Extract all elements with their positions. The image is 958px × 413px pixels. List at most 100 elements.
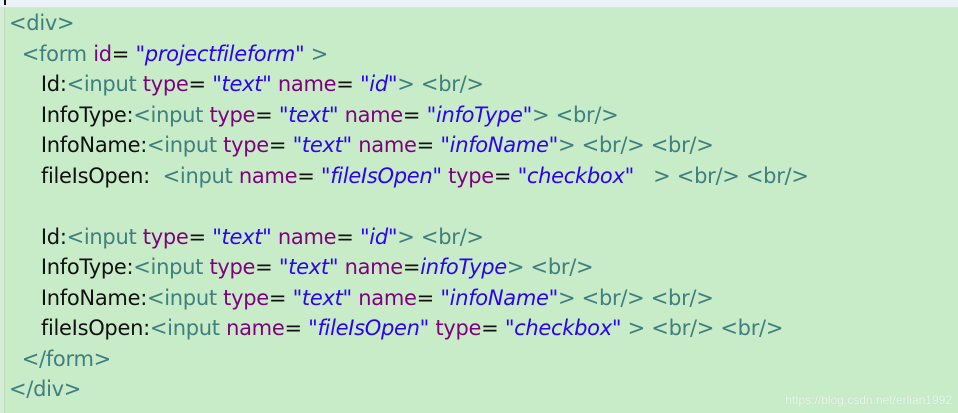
watermark: https://blog.csdn.net/erlian1992 [785,393,952,407]
attribute-token: type [209,102,256,127]
indent [9,316,41,340]
value-token: "fileIsOpen" [308,316,430,340]
equals-token: = [111,41,136,66]
value-token: "text" [292,133,353,157]
value-token: "text" [212,72,272,96]
code-line[interactable] [9,191,958,222]
text-token: fileIsOpen: [40,316,150,340]
indent [9,72,41,96]
attribute-token: type [223,133,269,157]
attribute-token: name [271,224,337,249]
tag-token: <input [146,285,224,310]
tag-token: > <br/> [531,102,619,127]
equals-token: = [268,133,293,157]
attribute-token: name [271,72,337,96]
value-token: "infoName" [440,285,558,310]
equals-token: = [284,316,309,340]
value-token: infoType [420,255,507,279]
equals-token: = [297,163,321,188]
attribute-token: type [429,316,482,340]
text-token: Id: [40,224,67,249]
value-token: "text" [278,255,339,279]
indent [9,42,22,66]
attribute-token: name [338,102,404,127]
equals-token: = [268,285,293,310]
code-line[interactable]: </div> [9,374,958,405]
tag-token: <form [21,41,94,66]
equals-token: = [336,224,360,249]
tag-token: > <br/> [397,224,484,249]
attribute-token: type [209,255,256,279]
attribute-token: name [238,163,298,188]
value-token: "checkbox" [504,316,622,340]
tag-token: </form> [21,346,111,371]
indent [9,225,41,249]
tag-token: > <br/> <br/> [557,285,714,310]
equals-token: = [336,72,360,96]
tag-token: > <br/> [397,72,484,96]
text-token: InfoName: [40,133,147,157]
indent [9,164,41,188]
attribute-token: name [226,316,285,340]
value-token: "checkbox" [517,163,635,188]
equals-token: = [481,316,505,340]
attribute-token: name [351,133,417,157]
editor-top-strip [0,0,958,8]
tag-token: <input [66,72,143,96]
code-line[interactable]: Id:<input type= "text" name= "id"> <br/> [9,222,958,253]
attribute-token: name [338,255,404,279]
attribute-token: type [441,163,494,188]
tag-token: <input [162,163,239,188]
value-token: "text" [212,224,272,249]
value-token: "text" [292,285,353,310]
code-line[interactable]: <form id= "projectfileform" > [9,39,958,70]
equals-token: = [255,255,279,279]
text-token: fileIsOpen: [40,163,163,188]
equals-token: = [402,102,427,127]
code-line[interactable]: fileIsOpen: <input name= "fileIsOpen" ty… [9,161,958,192]
tag-token: <input [133,102,210,127]
tag-token: <input [146,133,224,157]
tag-token: </div> [9,377,82,401]
code-line[interactable]: </form> [9,344,958,375]
value-token: "infoType" [426,102,533,127]
indent [9,286,41,310]
code-line[interactable]: InfoName:<input type= "text" name= "info… [9,130,958,161]
indent [9,133,41,157]
code-line[interactable]: InfoType:<input type= "text" name= "info… [9,100,958,131]
text-token: InfoName: [40,285,147,310]
attribute-token: id [93,41,112,66]
value-token: "fileIsOpen" [320,163,442,188]
text-token: Id: [40,72,67,96]
equals-token: = [416,133,441,157]
attribute-token: type [142,72,189,96]
equals-token: = [255,102,279,127]
tag-token: <input [133,255,210,279]
indent [9,255,41,279]
code-line[interactable]: Id:<input type= "text" name= "id"> <br/> [9,69,958,100]
code-line[interactable]: InfoName:<input type= "text" name= "info… [9,283,958,314]
value-token: "projectfileform" [135,41,305,66]
value-token: "text" [278,102,339,127]
tag-token: > <br/> [506,255,594,279]
indent [9,103,41,127]
code-line[interactable]: fileIsOpen:<input name= "fileIsOpen" typ… [9,313,958,344]
attribute-token: type [142,224,189,249]
tag-token: > <br/> <br/> [621,316,784,340]
code-line[interactable]: <div> [9,8,958,39]
tag-token: <input [149,316,227,340]
tag-token: <div> [9,11,75,35]
tag-token: <input [66,224,143,249]
equals-token: = [188,72,213,96]
equals-token: = [402,255,421,279]
tag-token: > <br/> <br/> [633,163,809,188]
equals-token: = [188,224,213,249]
tag-token: > <br/> <br/> [557,133,714,157]
indent [9,347,22,371]
tag-token: > [304,41,329,66]
attribute-token: name [351,285,417,310]
code-line[interactable]: InfoType:<input type= "text" name=infoTy… [9,252,958,283]
equals-token: = [493,163,518,188]
text-token: InfoType: [40,102,134,127]
code-editor[interactable]: <div> <form id= "projectfileform" > Id:<… [9,8,958,413]
